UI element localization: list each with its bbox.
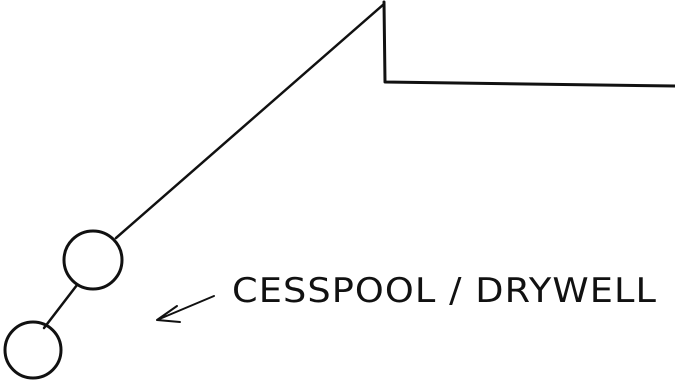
cesspool-circle (62, 229, 124, 291)
drywell-circle (3, 320, 63, 380)
pointer-arrow (156, 295, 215, 323)
building-outline (382, 0, 675, 88)
pit-label: CESSPOOL / DRYWELL (232, 271, 657, 311)
pipe-line (114, 2, 386, 240)
connector-line (42, 283, 79, 330)
